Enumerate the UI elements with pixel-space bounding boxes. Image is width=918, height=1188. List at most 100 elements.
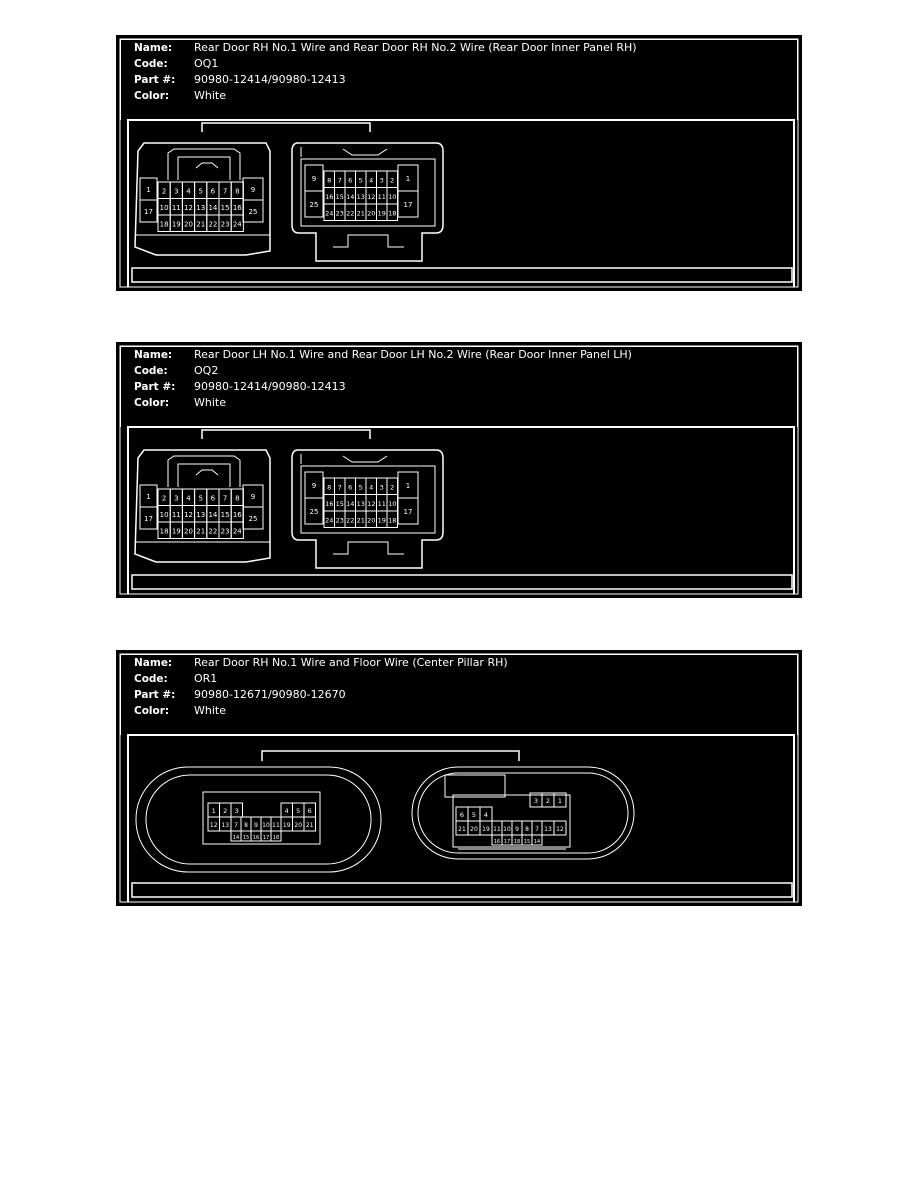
pin-2: 2 xyxy=(157,488,171,506)
pin-20: 20 xyxy=(467,820,481,836)
value-color: White xyxy=(194,704,226,717)
field-color: Color:White xyxy=(134,395,226,411)
pin-24: 24 xyxy=(323,203,335,221)
svg-text:7: 7 xyxy=(223,187,227,195)
svg-text:8: 8 xyxy=(244,822,248,829)
pin-1: 1 xyxy=(397,164,419,192)
svg-text:9: 9 xyxy=(312,175,316,183)
svg-text:5: 5 xyxy=(359,483,363,491)
svg-text:15: 15 xyxy=(336,500,344,508)
svg-text:11: 11 xyxy=(378,500,386,508)
svg-text:17: 17 xyxy=(404,201,413,209)
pin-1: 1 xyxy=(397,471,419,499)
value-code: OQ1 xyxy=(194,57,219,70)
svg-text:19: 19 xyxy=(172,220,181,228)
svg-text:20: 20 xyxy=(294,822,302,829)
svg-text:7: 7 xyxy=(338,176,342,184)
svg-text:11: 11 xyxy=(172,511,181,519)
pin-12: 12 xyxy=(365,187,377,205)
pin-8: 8 xyxy=(521,820,533,836)
svg-text:8: 8 xyxy=(235,494,239,502)
svg-text:6: 6 xyxy=(211,494,216,502)
pin-15: 15 xyxy=(218,198,232,216)
svg-text:2: 2 xyxy=(162,187,166,195)
pin-2: 2 xyxy=(386,170,398,188)
pin-25: 25 xyxy=(242,506,264,530)
pin-6: 6 xyxy=(303,802,316,818)
pin-5: 5 xyxy=(355,477,367,495)
svg-text:23: 23 xyxy=(336,516,344,524)
svg-text:6: 6 xyxy=(460,811,464,819)
svg-text:10: 10 xyxy=(388,500,396,508)
field-color: Color:White xyxy=(134,88,226,104)
pin-20: 20 xyxy=(292,816,305,832)
svg-text:16: 16 xyxy=(253,835,259,841)
pin-17: 17 xyxy=(397,497,419,525)
pin-4: 4 xyxy=(365,170,377,188)
svg-text:1: 1 xyxy=(406,175,410,183)
pin-14: 14 xyxy=(230,830,242,842)
pin-18: 18 xyxy=(386,203,398,221)
pin-21: 21 xyxy=(355,510,367,528)
pin-21: 21 xyxy=(194,521,208,539)
label-name: Name: xyxy=(134,42,173,54)
svg-text:22: 22 xyxy=(208,527,217,535)
pin-7: 7 xyxy=(218,181,232,199)
field-name: Name: Rear Door RH No.1 Wire and Rear Doo… xyxy=(134,40,637,56)
svg-text:12: 12 xyxy=(367,500,375,508)
svg-text:5: 5 xyxy=(472,811,476,819)
pin-25: 25 xyxy=(242,199,264,223)
svg-text:25: 25 xyxy=(310,508,319,516)
pin-15: 15 xyxy=(521,834,533,846)
pin-23: 23 xyxy=(218,521,232,539)
pin-4: 4 xyxy=(365,477,377,495)
svg-text:10: 10 xyxy=(160,204,169,212)
value-name: Rear Door LH No.1 Wire and Rear Door LH … xyxy=(194,348,632,361)
svg-text:16: 16 xyxy=(325,193,333,201)
pin-15: 15 xyxy=(218,505,232,523)
pin-7: 7 xyxy=(218,488,232,506)
pin-2: 2 xyxy=(386,477,398,495)
pin-3: 3 xyxy=(169,488,183,506)
connector-panel-oq2: Name:Rear Door LH No.1 Wire and Rear Doo… xyxy=(116,342,802,598)
pin-14: 14 xyxy=(531,834,543,846)
pin-1: 1 xyxy=(207,802,220,818)
pin-16: 16 xyxy=(323,187,335,205)
pin-17: 17 xyxy=(139,506,158,530)
value-name: Rear Door RH No.1 Wire and Rear Door RH … xyxy=(194,41,637,54)
label-name: Name: xyxy=(134,657,173,669)
pin-1: 1 xyxy=(553,792,567,808)
svg-text:21: 21 xyxy=(458,826,466,833)
pin-6: 6 xyxy=(344,170,356,188)
pin-5: 5 xyxy=(292,802,305,818)
svg-text:20: 20 xyxy=(367,516,375,524)
pin-23: 23 xyxy=(334,203,346,221)
svg-text:24: 24 xyxy=(233,220,242,228)
pin-4: 4 xyxy=(280,802,293,818)
pin-14: 14 xyxy=(206,505,220,523)
pin-17: 17 xyxy=(501,834,513,846)
pin-22: 22 xyxy=(344,203,356,221)
svg-text:22: 22 xyxy=(208,220,217,228)
svg-text:10: 10 xyxy=(262,822,270,829)
pin-17: 17 xyxy=(260,830,272,842)
svg-text:2: 2 xyxy=(390,176,394,184)
pin-14: 14 xyxy=(344,494,356,512)
value-color: White xyxy=(194,89,226,102)
svg-text:18: 18 xyxy=(160,527,169,535)
connector-panel-or1: Name:Rear Door RH No.1 Wire and Floor Wi… xyxy=(116,650,802,906)
value-code: OR1 xyxy=(194,672,218,685)
svg-text:4: 4 xyxy=(369,176,373,184)
svg-text:17: 17 xyxy=(263,835,269,841)
pin-7: 7 xyxy=(334,170,346,188)
svg-text:14: 14 xyxy=(208,511,217,519)
field-part: Part #:90980-12414/90980-12413 xyxy=(134,379,346,395)
pin-24: 24 xyxy=(323,510,335,528)
pin-24: 24 xyxy=(230,521,244,539)
svg-text:13: 13 xyxy=(196,511,205,519)
pin-15: 15 xyxy=(240,830,252,842)
pin-11: 11 xyxy=(169,198,183,216)
pin-6: 6 xyxy=(206,488,220,506)
pin-21: 21 xyxy=(303,816,316,832)
